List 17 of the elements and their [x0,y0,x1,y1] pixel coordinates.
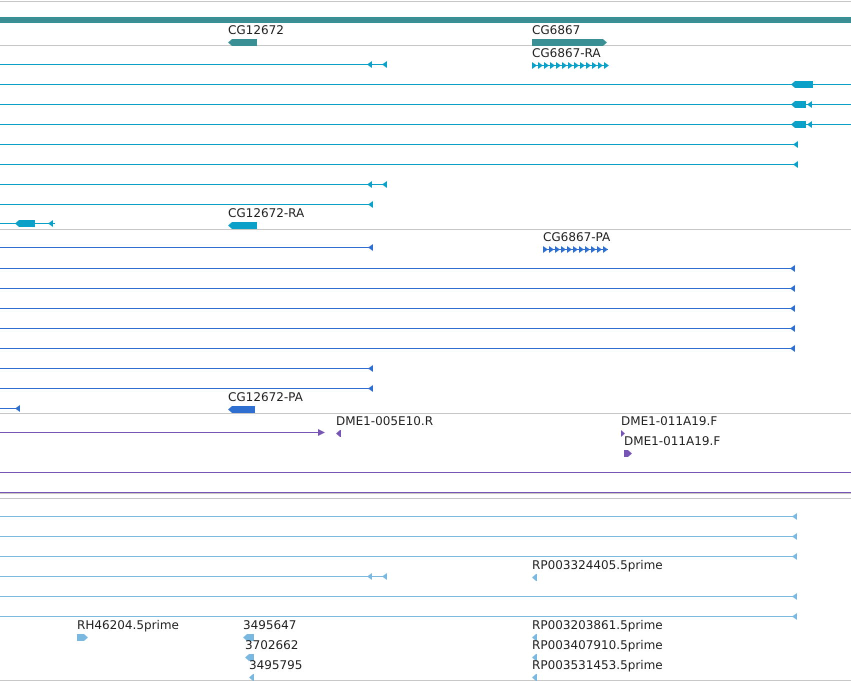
feature-label: RP003407910.5prime [532,638,663,652]
feature-label: RP003324405.5prime [532,558,663,572]
feature-label: 3495647 [243,618,296,632]
feature-label: DME1-005E10.R [336,414,434,428]
feature-label: CG6867-PA [543,230,610,244]
feature-label: RH46204.5prime [77,618,179,632]
feature-label: CG12672-RA [228,206,304,220]
feature-label: 3702662 [245,638,298,652]
feature-label: RP003203861.5prime [532,618,663,632]
feature-label: CG12672 [228,23,284,37]
feature-label: CG12672-PA [228,390,303,404]
feature-label: CG6867 [532,23,580,37]
feature-label: CG6867-RA [532,46,601,60]
feature-label: DME1-011A19.F [621,414,718,428]
feature-label: 3495795 [249,658,302,672]
feature-label: DME1-011A19.F [624,434,720,448]
feature-label: RP003531453.5prime [532,658,663,672]
